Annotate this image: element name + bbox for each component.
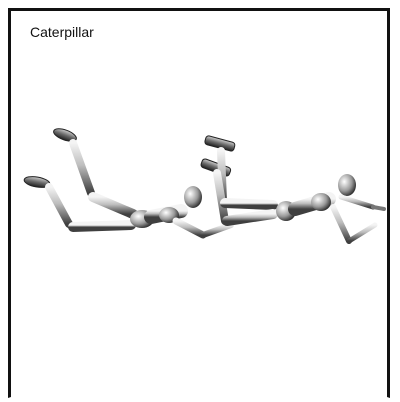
panel-label: Caterpillar <box>30 24 94 40</box>
mannequin-illustration <box>23 128 386 244</box>
figure-panel: Caterpillar <box>8 8 390 398</box>
right-mannequin <box>200 135 386 244</box>
left-mannequin <box>23 128 234 239</box>
